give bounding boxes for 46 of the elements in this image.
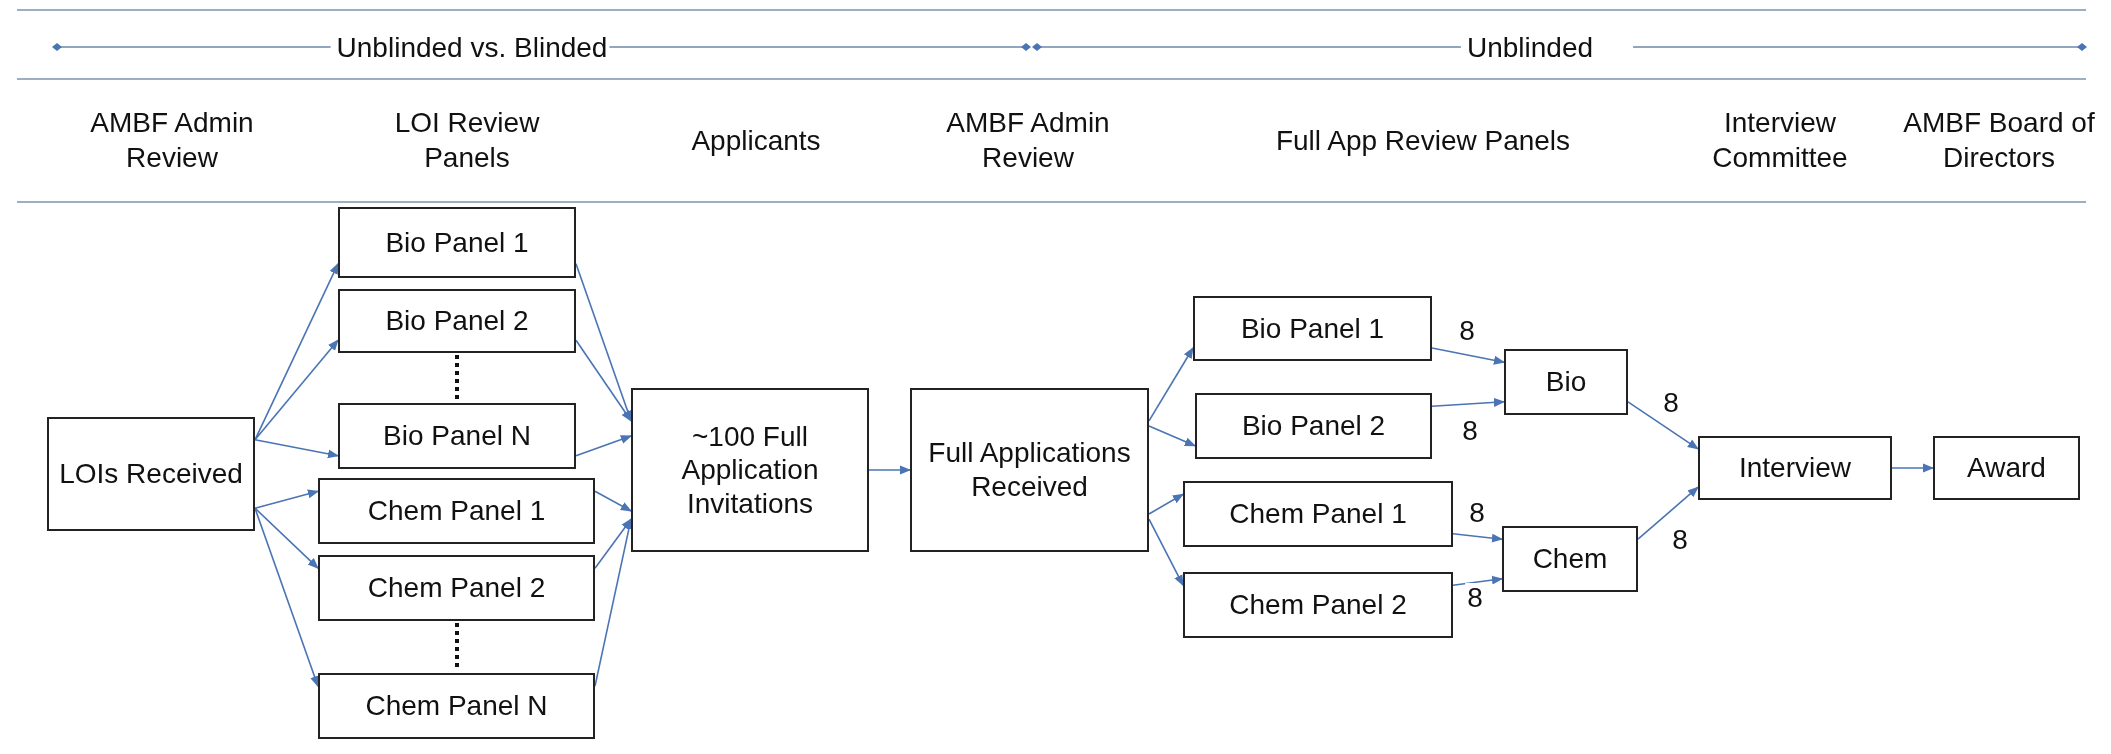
process-box: Chem Panel 2	[318, 555, 595, 621]
column-header: LOI Review Panels	[393, 106, 541, 175]
process-box: Bio Panel 1	[1193, 296, 1432, 361]
process-box: ~100 Full Application Invitations	[631, 388, 869, 552]
arrow	[1452, 533, 1504, 543]
arrow	[868, 465, 912, 475]
arrow	[575, 435, 633, 457]
process-box: Chem Panel N	[318, 673, 595, 739]
arrow	[1627, 401, 1699, 450]
arrow	[1891, 463, 1935, 473]
arrow	[254, 439, 340, 459]
process-box: Chem Panel 1	[318, 478, 595, 544]
arrow	[594, 490, 632, 512]
column-header: AMBF Admin Review	[945, 106, 1111, 175]
process-box: Award	[1933, 436, 2080, 500]
process-box: Bio	[1504, 349, 1628, 415]
arrow	[1148, 425, 1197, 447]
process-box: Interview	[1698, 436, 1892, 500]
arrow	[575, 339, 632, 422]
column-header: Applicants	[690, 123, 822, 158]
arrow	[1148, 518, 1184, 587]
column-header: AMBF Board of Directors	[1902, 106, 2096, 175]
arrow	[254, 489, 320, 509]
column-header: Interview Committee	[1711, 106, 1849, 175]
arrow	[1148, 347, 1194, 422]
process-box: Chem Panel 2	[1183, 572, 1453, 638]
column-header: Full App Review Panels	[1274, 123, 1572, 158]
arrow	[1148, 493, 1184, 515]
arrow	[1452, 575, 1504, 586]
arrow	[1637, 486, 1699, 540]
process-box: Chem Panel 1	[1183, 481, 1453, 547]
process-box: Bio Panel 2	[1195, 393, 1432, 459]
process-box: Bio Panel 2	[338, 289, 576, 353]
arrow	[594, 518, 632, 569]
process-box: Bio Panel 1	[338, 207, 576, 278]
phase-label: Unblinded	[1466, 30, 1594, 65]
process-box: Bio Panel N	[338, 403, 576, 469]
column-header: AMBF Admin Review	[89, 106, 255, 175]
arrow	[1431, 347, 1506, 365]
phase-label: Unblinded vs. Blinded	[336, 30, 608, 65]
process-box: LOIs Received	[47, 417, 255, 531]
arrow	[254, 507, 319, 569]
arrow	[254, 339, 339, 441]
arrow	[1431, 397, 1506, 407]
process-box: Chem	[1502, 526, 1638, 592]
process-box: Full Applications Received	[910, 388, 1149, 552]
